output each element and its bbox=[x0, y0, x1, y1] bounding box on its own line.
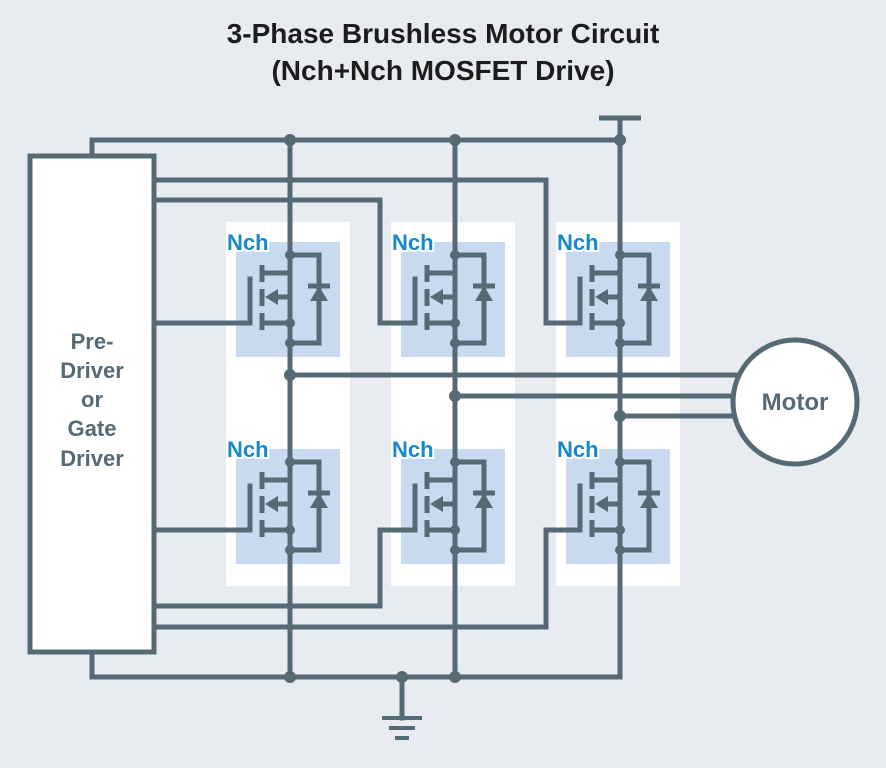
diagram-title-line1: 3-Phase Brushless Motor Circuit bbox=[226, 18, 660, 49]
phase-outputs bbox=[284, 369, 741, 422]
mosfet-phase-u-low: Nch bbox=[225, 435, 330, 555]
gate-line-v-low bbox=[151, 483, 418, 609]
diode-icon bbox=[640, 493, 658, 508]
driver-label-line: Gate bbox=[68, 416, 117, 441]
diode-icon bbox=[310, 493, 328, 508]
mosfet-arrow-icon bbox=[595, 289, 608, 305]
driver-label-line: or bbox=[81, 387, 103, 412]
diode-icon bbox=[640, 286, 658, 301]
mosfet-arrow-icon bbox=[265, 496, 278, 512]
mosfet-phase-v-high: Nch bbox=[390, 228, 495, 348]
ground-bus bbox=[89, 649, 623, 740]
gate-lines bbox=[151, 177, 583, 630]
diode-icon bbox=[310, 286, 328, 301]
mosfet-arrow-icon bbox=[595, 496, 608, 512]
gate-line-w-low bbox=[151, 483, 583, 630]
gate-line-u-low bbox=[151, 483, 253, 533]
mosfet-phase-u-high: Nch bbox=[225, 228, 330, 348]
driver-label-line: Pre- bbox=[71, 329, 114, 354]
supply-bus bbox=[89, 115, 641, 159]
mosfet-phase-v-low: Nch bbox=[390, 435, 495, 555]
diagram-title-line2: (Nch+Nch MOSFET Drive) bbox=[271, 55, 615, 86]
driver-label-line: Driver bbox=[60, 358, 124, 383]
gate-line-u-high bbox=[151, 276, 253, 326]
mosfet-phase-w-high: Nch bbox=[555, 228, 660, 348]
gate-line-w-high bbox=[151, 177, 583, 326]
mosfet-type-label: Nch bbox=[557, 437, 599, 462]
mosfet-type-label: Nch bbox=[557, 230, 599, 255]
diode-icon bbox=[475, 493, 493, 508]
mosfet-arrow-icon bbox=[265, 289, 278, 305]
pre-driver-box bbox=[27, 153, 157, 655]
phase-rails bbox=[287, 137, 623, 680]
motor: Motor bbox=[730, 337, 860, 467]
diode-icon bbox=[475, 286, 493, 301]
mosfet-type-label: Nch bbox=[392, 437, 434, 462]
mosfet-type-label: Nch bbox=[392, 230, 434, 255]
mosfet-type-label: Nch bbox=[227, 230, 269, 255]
ground-icon bbox=[382, 716, 422, 740]
pre-driver-label: Pre- Driver or Gate Driver bbox=[60, 329, 124, 471]
driver-label-line: Driver bbox=[60, 446, 124, 471]
motor-label: Motor bbox=[762, 389, 829, 416]
mosfet-arrow-icon bbox=[430, 289, 443, 305]
mosfet-type-label: Nch bbox=[227, 437, 269, 462]
gate-line-v-high bbox=[151, 197, 418, 326]
mosfet-phase-w-low: Nch bbox=[555, 435, 660, 555]
mosfet-arrow-icon bbox=[430, 496, 443, 512]
